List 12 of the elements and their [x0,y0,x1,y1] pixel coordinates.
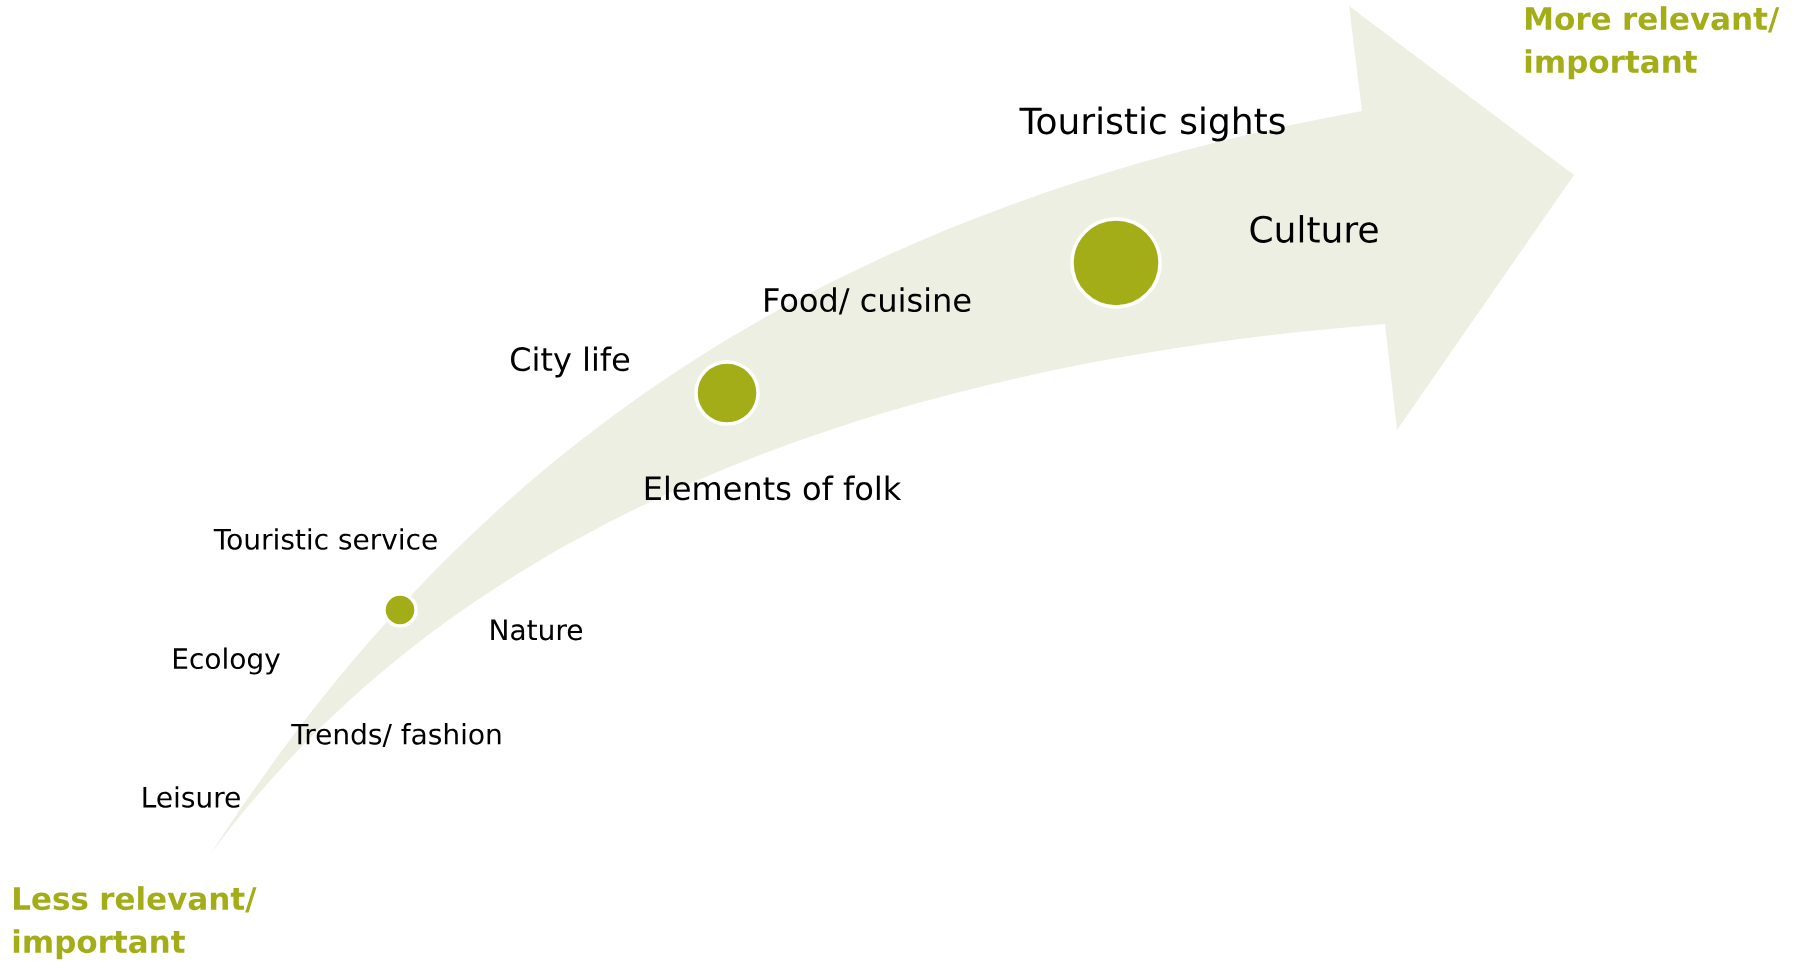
scale-label: Less relevant/ important [13,886,257,960]
category-label: Leisure [143,786,240,808]
category-label: Culture [1250,215,1378,243]
category-label: Elements of folk [645,475,902,501]
level-dot [382,592,418,628]
category-label: Food/ cuisine [765,287,971,315]
level-dot [694,360,760,426]
category-label: Nature [491,619,582,641]
category-label: Trends/ fashion [291,723,501,747]
category-label: Ecology [174,647,280,675]
level-dot [1070,217,1162,309]
scale-label: More relevant/ important [1525,6,1780,80]
